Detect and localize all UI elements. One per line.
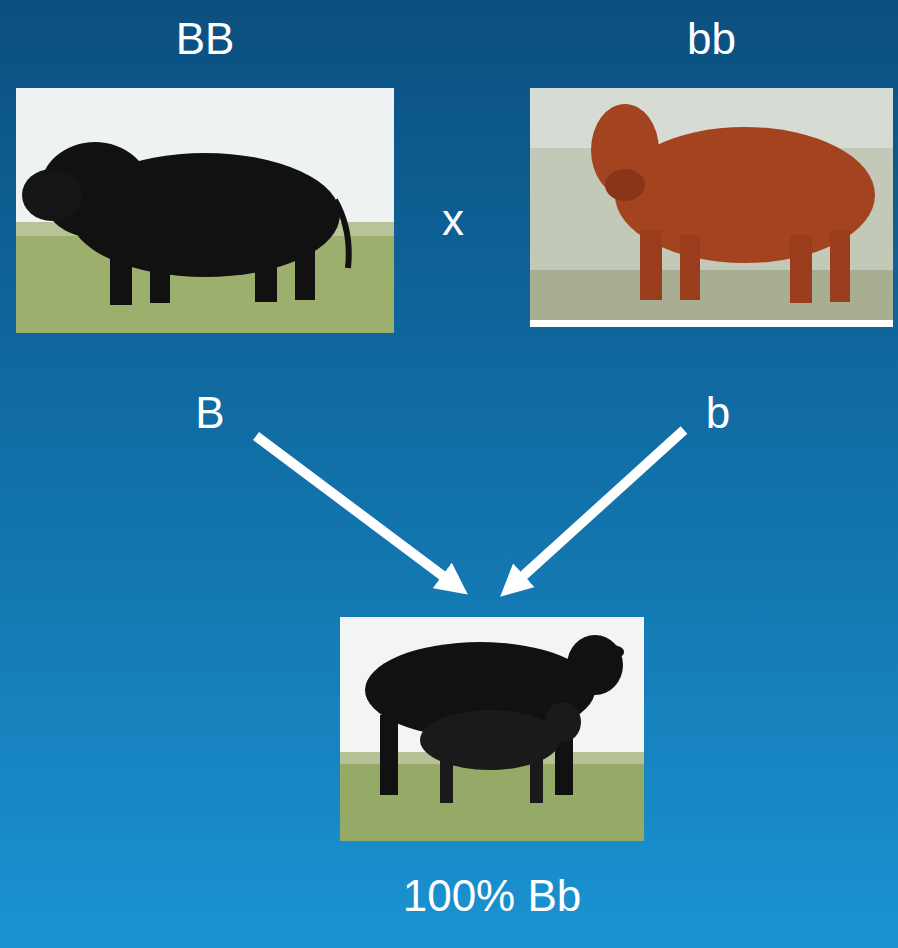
genotype-label: bb	[687, 14, 736, 65]
bull-photo-node: BB	[16, 14, 394, 333]
cow-calf-photo	[340, 617, 644, 841]
bull-photo	[16, 88, 394, 333]
allele-label: B	[195, 388, 224, 439]
calf-photo-node: 100% Bb	[340, 617, 644, 922]
cow-photo	[530, 88, 893, 327]
allele-label: b	[706, 388, 730, 439]
genotype-label: BB	[176, 14, 235, 65]
cow-photo-node: bb	[530, 14, 893, 327]
cross-symbol: x	[442, 195, 464, 246]
inheritance-arrow	[256, 430, 684, 586]
genotype-label: 100% Bb	[403, 871, 582, 922]
